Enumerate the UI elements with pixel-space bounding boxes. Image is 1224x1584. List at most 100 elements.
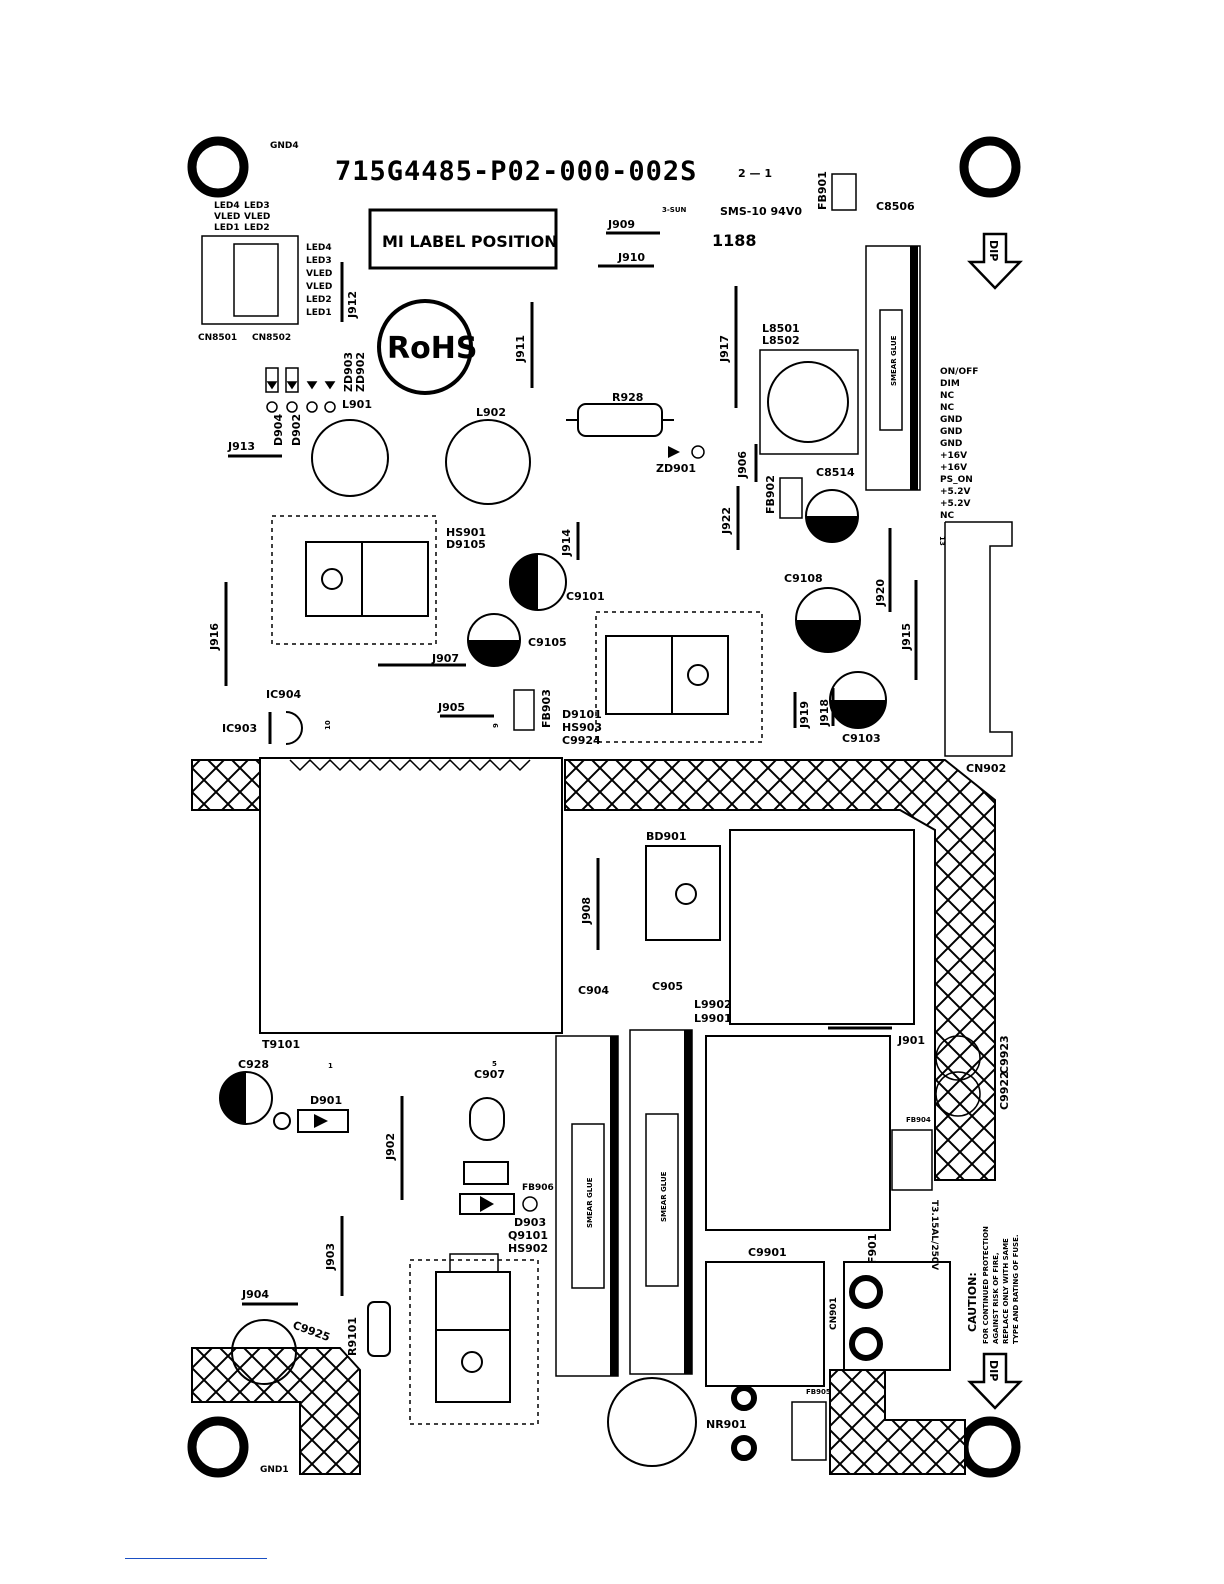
- hs902-label: HS902: [508, 1242, 548, 1255]
- l902-coil: [445, 419, 531, 505]
- j914-label: J914: [560, 529, 573, 557]
- j909-label: J909: [607, 218, 635, 231]
- d902-label: D902: [290, 414, 303, 446]
- j922-label: J922: [720, 507, 733, 535]
- hs903-label: HS903: [562, 721, 602, 734]
- hs901-outline: [271, 515, 437, 645]
- led-label-tr-2: LED2: [244, 223, 270, 233]
- fb905-label: FB905: [806, 1388, 831, 1396]
- l9902-label: L9902: [694, 998, 732, 1011]
- cn902-outline: [944, 521, 1013, 757]
- mount-hole-top-left: [187, 136, 249, 198]
- r928-label: R928: [612, 391, 643, 404]
- svg-text:+5.2V: +5.2V: [940, 499, 970, 509]
- hatch-bottom-left: [191, 1347, 361, 1475]
- l902-label: L902: [476, 406, 506, 419]
- zd903-label: ZD903: [342, 352, 355, 392]
- f901-label: F901: [866, 1234, 879, 1264]
- d901-label: D901: [310, 1094, 342, 1107]
- l8502-label: L8502: [762, 334, 800, 347]
- svg-text:TYPE AND RATING OF FUSE.: TYPE AND RATING OF FUSE.: [1012, 1234, 1020, 1344]
- led-pin-3: VLED: [306, 282, 332, 292]
- c9108-label: C9108: [784, 572, 823, 585]
- mount-hole-top-right: [959, 136, 1021, 198]
- j910-label: J910: [617, 251, 645, 264]
- led-label-tl-1: VLED: [214, 212, 240, 222]
- jumper-bars: [224, 231, 918, 1306]
- mount-hole-bottom-left: [187, 1416, 249, 1478]
- j901-label: J901: [897, 1034, 925, 1047]
- led-label-tr-0: LED3: [244, 201, 270, 211]
- led-pin-2: VLED: [306, 269, 332, 279]
- svg-text:+16V: +16V: [940, 451, 967, 461]
- led-pin-5: LED1: [306, 308, 332, 318]
- d903-label: D903: [514, 1216, 546, 1229]
- hatch-bottom-right: [829, 1369, 966, 1475]
- pin-mark-5: 5: [492, 1060, 497, 1068]
- dip-arrow-top: DIP: [967, 232, 1023, 290]
- svg-text:NC: NC: [940, 511, 955, 521]
- caution-block: CAUTION: FOR CONTINUED PROTECTION AGAINS…: [966, 1226, 1020, 1344]
- sun-mark: 3-SUN: [662, 206, 687, 214]
- fb901-label: FB901: [816, 171, 829, 210]
- fb906-label: FB906: [522, 1183, 554, 1193]
- svg-text:+16V: +16V: [940, 463, 967, 473]
- svg-text:+5.2V: +5.2V: [940, 487, 970, 497]
- jumper-labels: J909 J910 J912 J911 J917 J913 J906 J922 …: [208, 218, 925, 1301]
- footer-rule: [125, 1558, 267, 1559]
- fb903-label: FB903: [540, 689, 553, 728]
- dip-arrow-bottom: DIP: [967, 1352, 1023, 1410]
- svg-text:FOR CONTINUED PROTECTION: FOR CONTINUED PROTECTION: [982, 1226, 990, 1344]
- mi-label-box: [368, 208, 558, 270]
- bd901-label: BD901: [646, 830, 686, 843]
- smear-glue-left: SMEAR GLUE: [586, 1177, 594, 1228]
- svg-text:ON/OFF: ON/OFF: [940, 367, 978, 377]
- svg-text:REPLACE ONLY WITH SAME: REPLACE ONLY WITH SAME: [1002, 1238, 1010, 1344]
- r9101-label: R9101: [346, 1317, 359, 1356]
- pin-mark-9: 9: [492, 723, 500, 728]
- smear-glue-top: SMEAR GLUE: [890, 335, 898, 386]
- zener-cluster: [265, 367, 336, 413]
- bd901-body: [645, 845, 721, 941]
- big-cap-top-right: [865, 245, 921, 491]
- led-label-tl-2: LED1: [214, 223, 240, 233]
- d904-label: D904: [272, 414, 285, 446]
- cn901-label: CN901: [829, 1297, 839, 1330]
- j911-label: J911: [514, 335, 527, 363]
- led-label-tr-1: VLED: [244, 212, 270, 222]
- j912-label: J912: [346, 291, 359, 319]
- part-number: 715G4485-P02-000-002S: [335, 156, 697, 187]
- mount-hole-bottom-right: [959, 1416, 1021, 1478]
- c9901-label: C9901: [748, 1246, 787, 1259]
- fb902-label: FB902: [764, 475, 777, 514]
- led-pin-0: LED4: [306, 243, 332, 253]
- mi-label-text: MI LABEL POSITION: [382, 232, 558, 251]
- j902-label: J902: [384, 1133, 397, 1161]
- l8501-label: L8501: [762, 322, 800, 335]
- d9105-label: D9105: [446, 538, 486, 551]
- t9101-label: T9101: [262, 1038, 300, 1051]
- hs903-outline: [595, 611, 763, 743]
- l8501-footprint: [759, 349, 859, 455]
- led-pin-4: LED2: [306, 295, 332, 305]
- cn902-pin-labels: ON/OFF DIM NC NC GND GND GND +16V +16V P…: [940, 367, 978, 521]
- smear-glue-right: SMEAR GLUE: [660, 1171, 668, 1222]
- cn8501-label: CN8501: [198, 333, 237, 343]
- gnd1-label: GND1: [260, 1465, 289, 1475]
- transformer-outline: [259, 757, 563, 1034]
- transformer-tick-marks: [289, 758, 531, 772]
- c904-label: C904: [578, 984, 609, 997]
- l901-coil: [311, 419, 389, 497]
- c9105-label: C9105: [528, 636, 567, 649]
- c9103-label: C9103: [842, 732, 881, 745]
- j905-label: J905: [437, 701, 465, 714]
- j913-label: J913: [227, 440, 255, 453]
- pin-mark-1: 1: [328, 1062, 333, 1070]
- j908-label: J908: [580, 897, 593, 925]
- svg-text:GND: GND: [940, 427, 962, 437]
- fuse-rating: T3.15AL/250V: [929, 1200, 939, 1270]
- ic903-label: IC903: [222, 722, 257, 735]
- c9101-label: C9101: [566, 590, 605, 603]
- hatch-right-band: [564, 759, 996, 1181]
- ic904-label: IC904: [266, 688, 301, 701]
